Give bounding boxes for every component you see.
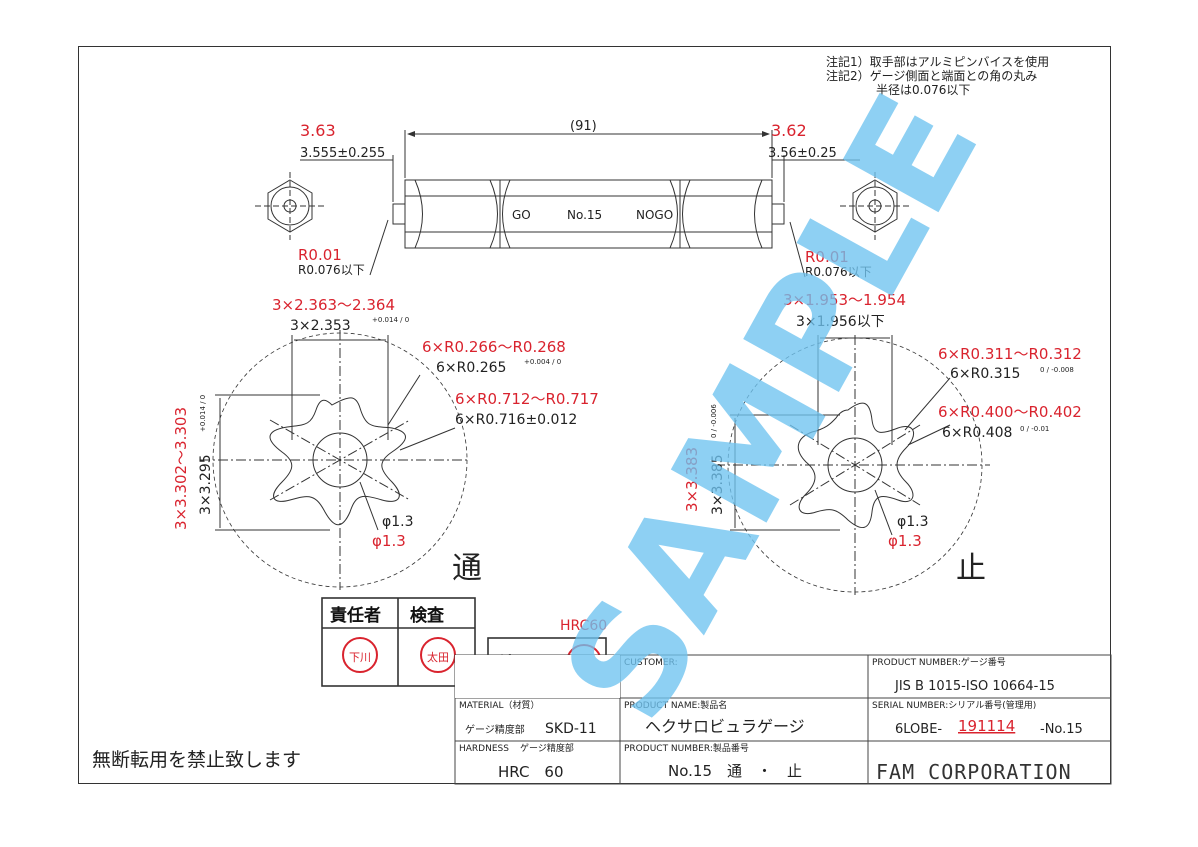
go-height-tol: +0.014 / 0 — [199, 395, 207, 432]
go-r1-red: 6×R0.266～R0.268 — [422, 338, 566, 356]
nogo-r1-tol: 0 / -0.008 — [1040, 366, 1074, 374]
product-name-label: PRODUCT NAME:製品名 — [624, 699, 727, 711]
go-r1-tol: +0.004 / 0 — [524, 358, 561, 366]
gauge-side-view — [392, 179, 785, 249]
hardness-note: HRC60 — [560, 618, 607, 634]
nogo-height-tol: 0 / -0.006 — [710, 404, 718, 438]
left-radius-red: R0.01 — [298, 246, 342, 264]
serial-number: 191114 — [958, 717, 1015, 735]
nogo-height-red: 3×3.383 — [683, 447, 701, 512]
go-engraving: GO — [512, 208, 531, 222]
go-width-tol: +0.014 / 0 — [372, 316, 409, 324]
product-number2-label: PRODUCT NUMBER:製品番号 — [624, 742, 749, 754]
product-number2-value: No.15 通 ・ 止 — [668, 762, 802, 780]
left-radius-black: R0.076以下 — [298, 263, 365, 277]
nogo-r2-tol: 0 / -0.01 — [1020, 425, 1049, 433]
customer-label: CUSTOMER: — [624, 658, 678, 668]
right-radius-black: R0.076以下 — [805, 265, 872, 279]
hardness-label: HARDNESS — [459, 744, 509, 754]
model-engraving: No.15 — [567, 208, 602, 222]
material-sub: ゲージ精度部 — [465, 723, 525, 736]
left-dim-black: 3.555±0.255 — [300, 146, 385, 161]
material-value: SKD-11 — [545, 721, 597, 737]
responsible-seal-text: 下川 — [349, 651, 371, 664]
go-height-black: 3×3.295 — [198, 454, 214, 515]
nogo-label: 止 — [956, 551, 986, 586]
go-r1-black: 6×R0.265 — [436, 360, 506, 376]
go-r2-black: 6×R0.716±0.012 — [455, 412, 577, 428]
right-dim-black: 3.56±0.25 — [768, 146, 837, 161]
nogo-cross-section — [715, 335, 990, 595]
nogo-engraving: NOGO — [636, 208, 673, 222]
right-radius-red: R0.01 — [805, 248, 849, 266]
nogo-phi-red: φ1.3 — [888, 532, 922, 550]
hardness-value: HRC 60 — [498, 763, 564, 781]
hardness-sub: ゲージ精度部 — [520, 742, 574, 754]
company-name: FAM CORPORATION — [876, 760, 1072, 784]
responsible-seal-icon — [342, 637, 378, 673]
go-r2-red: 6×R0.712～R0.717 — [455, 390, 599, 408]
nogo-width-black: 3×1.956以下 — [796, 314, 885, 330]
overall-length: (91) — [570, 119, 597, 134]
product-name-value: ヘクサロビュラゲージ — [645, 717, 805, 736]
go-cross-section — [200, 330, 470, 590]
product-number-label: PRODUCT NUMBER:ゲージ番号 — [872, 656, 1006, 668]
material-label: MATERIAL（材質） — [459, 699, 540, 711]
footer-note: 無断転用を禁止致します — [92, 749, 302, 771]
drawing-notes: 注記1）取手部はアルミピンバイスを使用 注記2）ゲージ側面と端面との角の丸み 半… — [826, 55, 1049, 97]
note-1: 注記1）取手部はアルミピンバイスを使用 — [826, 55, 1050, 69]
left-dim-red: 3.63 — [300, 121, 336, 140]
left-hex-view — [255, 172, 325, 240]
go-phi-red: φ1.3 — [372, 532, 406, 550]
nogo-r1-red: 6×R0.311～R0.312 — [938, 345, 1082, 363]
inspection-seal-text: 太田 — [427, 651, 449, 664]
serial-label: SERIAL NUMBER:シリアル番号(管理用) — [872, 699, 1036, 711]
note-3: 半径は0.076以下 — [876, 83, 971, 97]
serial-suffix: -No.15 — [1040, 722, 1083, 737]
nogo-height-black: 3×3.385 — [710, 454, 726, 515]
go-phi-black: φ1.3 — [382, 514, 414, 530]
serial-prefix: 6LOBE- — [895, 722, 942, 737]
product-number-value: JIS B 1015-ISO 10664-15 — [894, 679, 1055, 694]
right-hex-view — [840, 172, 910, 240]
right-dim-red: 3.62 — [771, 121, 807, 140]
nogo-r1-black: 6×R0.315 — [950, 366, 1020, 382]
nogo-width-red: 3×1.953～1.954 — [783, 291, 906, 309]
nogo-r2-red: 6×R0.400～R0.402 — [938, 403, 1082, 421]
responsible-header: 責任者 — [330, 605, 381, 626]
go-height-red: 3×3.302～3.303 — [172, 407, 190, 530]
nogo-phi-black: φ1.3 — [897, 514, 929, 530]
inspection-header: 検査 — [410, 605, 445, 626]
go-width-black: 3×2.353 — [290, 318, 351, 334]
nogo-r2-black: 6×R0.408 — [942, 425, 1012, 441]
go-width-red: 3×2.363～2.364 — [272, 296, 395, 314]
note-2: 注記2）ゲージ側面と端面との角の丸み — [826, 69, 1038, 83]
go-label: 通 — [452, 551, 482, 586]
